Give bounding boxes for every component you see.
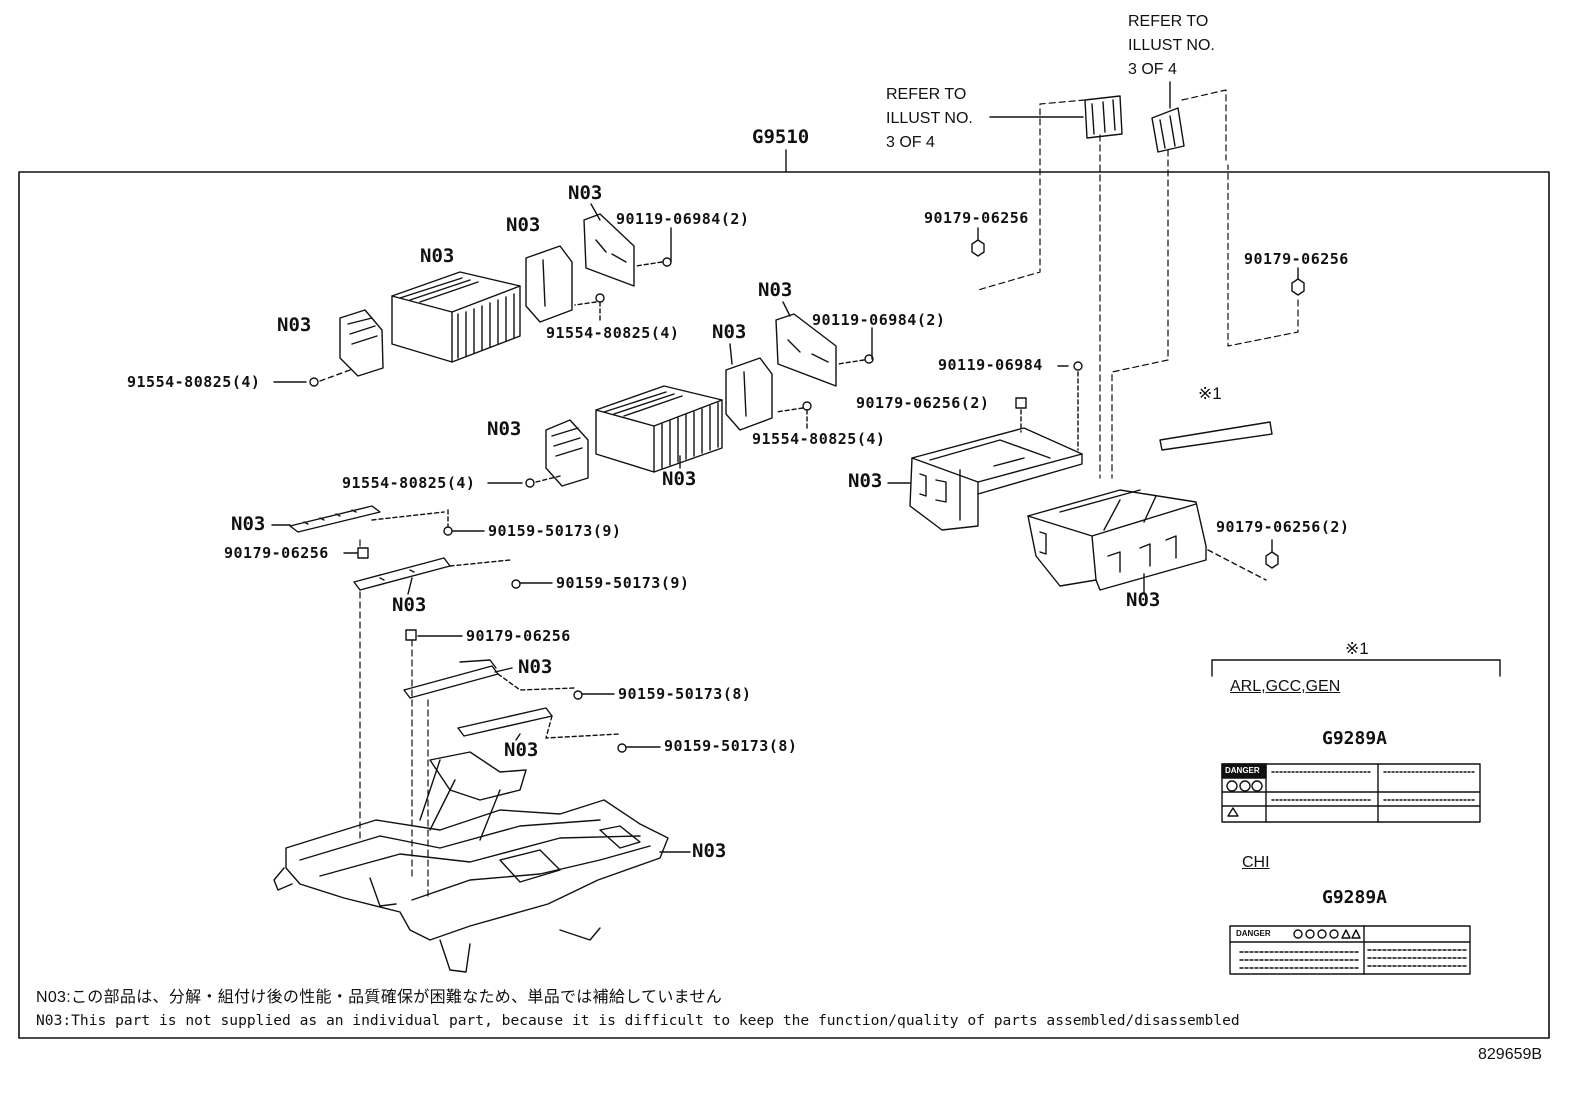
figure-number: 829659B: [1478, 1046, 1543, 1063]
note-japanese: N03:この部品は、分解・組付け後の性能・品質確保が困難なため、単品では補給して…: [36, 989, 723, 1006]
label-code-b[interactable]: G9289A: [1322, 887, 1388, 908]
reference-line-2: ILLUST NO.: [1128, 37, 1215, 54]
reference-line-1: REFER TO: [886, 86, 967, 103]
region-label-b: CHI: [1242, 854, 1270, 871]
screw-91554-d: [525, 478, 535, 488]
battery-module-lower: [595, 385, 723, 473]
bracket-lower: [775, 313, 837, 387]
bolt-90159-d: [617, 743, 627, 753]
callout-nut-90179[interactable]: 90179-06256(2): [1216, 518, 1350, 536]
bolt-90119-b: [864, 354, 874, 364]
nut-90179-x2-top: [1015, 397, 1027, 409]
part-tag-n03[interactable]: N03: [692, 840, 727, 862]
note-english: N03:This part is not supplied as an indi…: [36, 1012, 1240, 1029]
caution-label-a: [1221, 763, 1481, 823]
part-tag-n03[interactable]: N03: [231, 513, 266, 535]
support-plate-2: [353, 557, 451, 591]
reference-bracket-left: [1084, 95, 1123, 139]
callout-bolt-90159[interactable]: 90159-50173(9): [488, 522, 622, 540]
screw-91554-c: [802, 401, 812, 411]
part-tag-n03[interactable]: N03: [506, 214, 541, 236]
callout-nut-90179[interactable]: 90179-06256: [924, 209, 1029, 227]
nut-90179-left: [357, 547, 369, 559]
label-warning-word: DANGER: [1225, 766, 1260, 775]
callout-nut-90179[interactable]: 90179-06256: [1244, 250, 1349, 268]
nut-90179-x2-right: [1265, 551, 1279, 569]
end-plate-lower-left: [545, 419, 589, 487]
label-strip: [1159, 421, 1273, 451]
caution-label-b: [1229, 925, 1471, 975]
part-tag-n03[interactable]: N03: [758, 279, 793, 301]
part-tag-n03[interactable]: N03: [504, 739, 539, 761]
nut-90179-mid: [405, 629, 417, 641]
callout-bolt-90119[interactable]: 90119-06984(2): [616, 210, 750, 228]
reference-note-left: REFER TO ILLUST NO. 3 OF 4: [886, 83, 973, 155]
callout-bolt-90159[interactable]: 90159-50173(8): [618, 685, 752, 703]
screw-91554-a: [309, 377, 319, 387]
reference-line-1: REFER TO: [1128, 13, 1209, 30]
assembly-frame: [18, 171, 1550, 1039]
reference-line-2: ILLUST NO.: [886, 110, 973, 127]
region-label-a: ARL,GCC,GEN: [1230, 678, 1341, 695]
part-tag-n03[interactable]: N03: [662, 468, 697, 490]
part-tag-n03[interactable]: N03: [420, 245, 455, 267]
callout-screw-91554[interactable]: 91554-80825(4): [752, 430, 886, 448]
callout-screw-91554[interactable]: 91554-80825(4): [342, 474, 476, 492]
bolt-90159-c: [573, 690, 583, 700]
bolt-90119-c: [1073, 361, 1083, 371]
support-plate-1: [289, 505, 381, 533]
callout-bolt-90119[interactable]: 90119-06984(2): [812, 311, 946, 329]
bolt-90119-a: [662, 257, 672, 267]
part-tag-n03[interactable]: N03: [568, 182, 603, 204]
part-tag-n03[interactable]: N03: [712, 321, 747, 343]
support-plate-4: [457, 707, 553, 737]
callout-bolt-90159[interactable]: 90159-50173(9): [556, 574, 690, 592]
part-tag-n03[interactable]: N03: [487, 418, 522, 440]
footnote-marker: ※1: [1345, 639, 1369, 658]
end-plate-upper-left: [339, 309, 384, 377]
callout-screw-91554[interactable]: 91554-80825(4): [127, 373, 261, 391]
reference-bracket-right: [1151, 107, 1185, 153]
callout-nut-90179[interactable]: 90179-06256: [466, 627, 571, 645]
battery-frame: [273, 751, 669, 973]
callout-nut-90179[interactable]: 90179-06256(2): [856, 394, 990, 412]
reference-note-right: REFER TO ILLUST NO. 3 OF 4: [1128, 10, 1215, 82]
reference-line-3: 3 OF 4: [886, 134, 935, 151]
callout-screw-91554[interactable]: 91554-80825(4): [546, 324, 680, 342]
part-tag-n03[interactable]: N03: [392, 594, 427, 616]
callout-bolt-90159[interactable]: 90159-50173(8): [664, 737, 798, 755]
nut-90179-top: [971, 239, 985, 257]
part-tag-n03[interactable]: N03: [848, 470, 883, 492]
support-plate-3: [403, 659, 499, 699]
screw-91554-b: [595, 293, 605, 303]
reference-line-3: 3 OF 4: [1128, 61, 1177, 78]
callout-bolt-90119[interactable]: 90119-06984: [938, 356, 1043, 374]
part-tag-n03[interactable]: N03: [277, 314, 312, 336]
assembly-code: G9510: [752, 126, 810, 148]
bolt-90159-b: [511, 579, 521, 589]
battery-cover-inner: [909, 427, 1083, 531]
label-code-a[interactable]: G9289A: [1322, 728, 1388, 749]
part-tag-n03[interactable]: N03: [1126, 589, 1161, 611]
battery-case: [1027, 489, 1207, 591]
end-plate-upper-right: [525, 245, 573, 323]
battery-module-upper: [391, 271, 521, 363]
callout-nut-90179[interactable]: 90179-06256: [224, 544, 329, 562]
bracket-marker: [1211, 659, 1501, 677]
part-tag-n03[interactable]: N03: [518, 656, 553, 678]
nut-90179-right: [1291, 278, 1305, 296]
bolt-90159-a: [443, 526, 453, 536]
end-plate-lower-right: [725, 357, 773, 431]
label-warning-word: DANGER: [1236, 929, 1271, 938]
footnote-marker: ※1: [1198, 384, 1222, 403]
